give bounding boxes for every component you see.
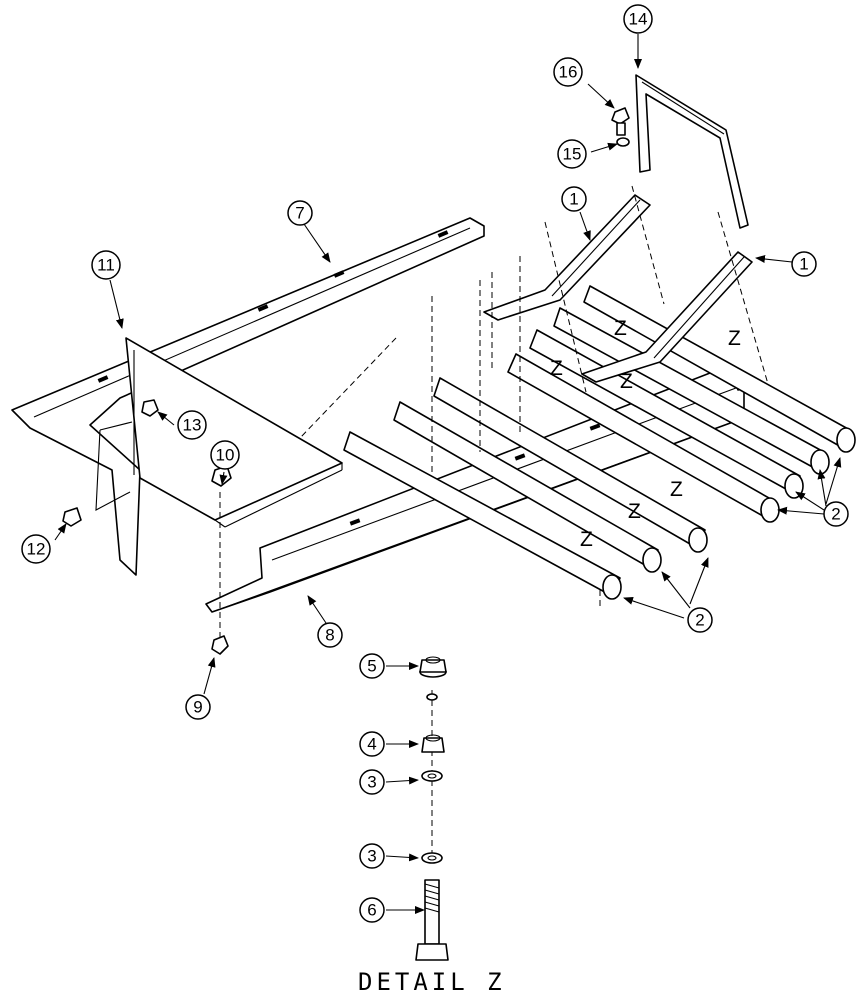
callout-7: 7	[287, 200, 313, 226]
callout-2-lower: 2	[687, 607, 713, 633]
svg-text:6: 6	[367, 901, 376, 920]
leader-lines	[54, 34, 842, 914]
svg-text:3: 3	[367, 847, 376, 866]
callout-15: 15	[557, 139, 587, 169]
svg-text:9: 9	[193, 698, 202, 717]
callout-2-upper: 2	[823, 501, 849, 527]
bracket-rear	[483, 194, 651, 321]
callout-6: 6	[359, 897, 385, 923]
callout-12: 12	[21, 534, 51, 564]
svg-text:1: 1	[569, 190, 578, 209]
svg-text:2: 2	[695, 611, 704, 630]
callout-5: 5	[359, 653, 385, 679]
svg-text:4: 4	[367, 735, 376, 754]
svg-text:3: 3	[367, 773, 376, 792]
callout-14: 14	[623, 4, 653, 34]
callout-1-rear: 1	[561, 186, 587, 212]
roll	[343, 431, 622, 600]
z-marker: Z	[670, 478, 683, 501]
callout-4: 4	[359, 731, 385, 757]
washer-lower	[421, 852, 443, 864]
callout-13: 13	[177, 410, 207, 440]
washer-upper	[421, 770, 443, 782]
svg-text:7: 7	[295, 204, 304, 223]
callout-11: 11	[91, 250, 121, 280]
callout-10: 10	[210, 440, 240, 470]
callout-1-front: 1	[791, 251, 817, 277]
detail-z-caption: DETAIL Z	[358, 968, 506, 996]
detail-z-stack	[415, 656, 449, 961]
z-marker: Z	[620, 370, 633, 393]
bracket-front	[581, 251, 753, 383]
callout-9: 9	[185, 694, 211, 720]
svg-text:15: 15	[563, 145, 582, 164]
svg-text:10: 10	[216, 446, 235, 465]
bolt	[415, 879, 449, 961]
hanger-bracket	[635, 74, 749, 229]
lock-washer	[426, 693, 438, 701]
svg-text:5: 5	[367, 657, 376, 676]
svg-text:16: 16	[559, 63, 578, 82]
svg-text:14: 14	[629, 10, 648, 29]
flange-nut	[419, 656, 447, 678]
side-shield-panel	[125, 337, 343, 528]
z-marker: Z	[580, 528, 593, 551]
hardware	[62, 107, 630, 655]
back-shield-panel	[11, 217, 485, 576]
z-marker: Z	[614, 317, 627, 340]
callout-16: 16	[553, 57, 583, 87]
z-marker: Z	[550, 357, 563, 380]
svg-text:11: 11	[97, 256, 115, 275]
svg-text:13: 13	[183, 416, 202, 435]
svg-text:8: 8	[325, 626, 334, 645]
svg-text:1: 1	[799, 255, 808, 274]
roll	[507, 353, 780, 523]
roll	[393, 401, 662, 573]
svg-text:2: 2	[831, 505, 840, 524]
z-marker: Z	[728, 327, 741, 350]
svg-text:12: 12	[27, 540, 46, 559]
callout-3-lower: 3	[359, 843, 385, 869]
roll	[583, 285, 856, 453]
callout-3-upper: 3	[359, 769, 385, 795]
roll	[433, 377, 708, 553]
z-labels: Z Z Z Z Z Z Z	[550, 317, 741, 551]
z-marker: Z	[628, 500, 641, 523]
hex-nut	[421, 734, 445, 753]
callout-8: 8	[317, 622, 343, 648]
